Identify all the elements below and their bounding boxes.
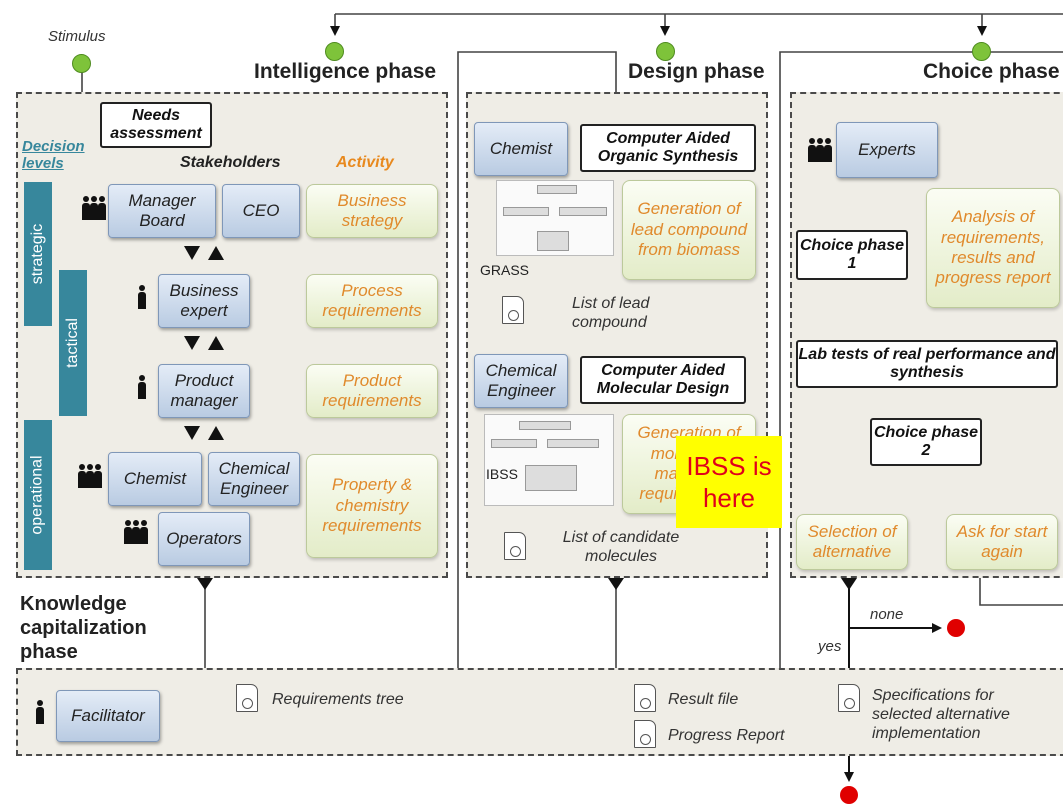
manager-board-role[interactable]: Manager Board bbox=[108, 184, 216, 238]
ibss-tool-diagram bbox=[484, 414, 614, 506]
needs-assessment-box[interactable]: Needs assessment bbox=[100, 102, 212, 148]
activity-ask-start-again[interactable]: Ask for start again bbox=[946, 514, 1058, 570]
document-icon bbox=[504, 532, 526, 560]
list-of-candidate-molecules: List of candidate molecules bbox=[562, 529, 680, 566]
grass-tool-diagram bbox=[496, 180, 614, 256]
design-phase-title: Design phase bbox=[628, 60, 765, 83]
document-icon bbox=[236, 684, 258, 712]
activity-product-requirements[interactable]: Product requirements bbox=[306, 364, 438, 418]
lab-tests-box[interactable]: Lab tests of real performance and synthe… bbox=[796, 340, 1058, 388]
specifications-label: Specifications for selected alternative … bbox=[872, 687, 1010, 743]
facilitator-role[interactable]: Facilitator bbox=[56, 690, 160, 742]
intelligence-phase-title: Intelligence phase bbox=[254, 60, 437, 83]
group-people-icon bbox=[78, 464, 102, 489]
up-down-arrows-icon bbox=[178, 244, 238, 262]
none-label: none bbox=[870, 606, 904, 623]
requirements-tree-label: Requirements tree bbox=[272, 691, 404, 708]
choice-phase-2-box[interactable]: Choice phase 2 bbox=[870, 418, 982, 466]
design-chemical-engineer-role[interactable]: Chemical Engineer bbox=[474, 354, 568, 408]
choice-phase-title: Choice phase bbox=[923, 60, 1060, 83]
group-people-icon bbox=[124, 520, 148, 545]
list-of-lead-compound: List of lead compound bbox=[572, 295, 650, 332]
grass-label: GRASS bbox=[480, 262, 530, 278]
activity-business-strategy[interactable]: Business strategy bbox=[306, 184, 438, 238]
yes-label: yes bbox=[818, 638, 842, 655]
intelligence-entry-dot bbox=[325, 42, 344, 61]
chemical-engineer-role[interactable]: Chemical Engineer bbox=[208, 452, 300, 506]
level-strategic: strategic bbox=[24, 182, 52, 326]
person-icon bbox=[36, 700, 44, 725]
up-down-arrows-icon bbox=[178, 334, 238, 352]
progress-report-label: Progress Report bbox=[668, 727, 785, 744]
group-people-icon bbox=[808, 138, 832, 163]
chemist-role[interactable]: Chemist bbox=[108, 452, 202, 506]
activity-property-chemistry-requirements[interactable]: Property & chemistry requirements bbox=[306, 454, 438, 558]
caos-box[interactable]: Computer Aided Organic Synthesis bbox=[580, 124, 756, 172]
group-people-icon bbox=[82, 196, 106, 221]
knowledge-phase-panel bbox=[16, 668, 1063, 756]
stakeholders-header: Stakeholders bbox=[180, 154, 281, 171]
stimulus-label: Stimulus bbox=[48, 28, 106, 45]
up-down-arrows-icon bbox=[178, 424, 238, 442]
ceo-role[interactable]: CEO bbox=[222, 184, 300, 238]
person-icon bbox=[138, 285, 146, 310]
activity-analysis[interactable]: Analysis of requirements, results and pr… bbox=[926, 188, 1060, 308]
person-icon bbox=[138, 375, 146, 400]
operators-role[interactable]: Operators bbox=[158, 512, 250, 566]
ibss-note: IBSS is here bbox=[676, 436, 782, 528]
camd-box[interactable]: Computer Aided Molecular Design bbox=[580, 356, 746, 404]
document-icon bbox=[502, 296, 524, 324]
result-file-label: Result file bbox=[668, 691, 739, 708]
level-operational: operational bbox=[24, 420, 52, 570]
document-icon bbox=[634, 684, 656, 712]
end-none-dot bbox=[947, 619, 965, 637]
ibss-label: IBSS bbox=[486, 466, 518, 482]
end-yes-dot bbox=[840, 786, 858, 804]
stimulus-dot bbox=[72, 54, 91, 73]
activity-selection-alternative[interactable]: Selection of alternative bbox=[796, 514, 908, 570]
experts-role[interactable]: Experts bbox=[836, 122, 938, 178]
business-expert-role[interactable]: Business expert bbox=[158, 274, 250, 328]
activity-header: Activity bbox=[336, 154, 394, 171]
activity-generation-lead[interactable]: Generation of lead compound from biomass bbox=[622, 180, 756, 280]
document-icon bbox=[838, 684, 860, 712]
choice-entry-dot bbox=[972, 42, 991, 61]
decision-levels-header: Decision levels bbox=[22, 138, 85, 172]
document-icon bbox=[634, 720, 656, 748]
choice-phase-1-box[interactable]: Choice phase 1 bbox=[796, 230, 908, 280]
design-chemist-role[interactable]: Chemist bbox=[474, 122, 568, 176]
level-tactical: tactical bbox=[59, 270, 87, 416]
activity-process-requirements[interactable]: Process requirements bbox=[306, 274, 438, 328]
knowledge-phase-title: Knowledge capitalization phase bbox=[20, 592, 190, 664]
product-manager-role[interactable]: Product manager bbox=[158, 364, 250, 418]
design-entry-dot bbox=[656, 42, 675, 61]
